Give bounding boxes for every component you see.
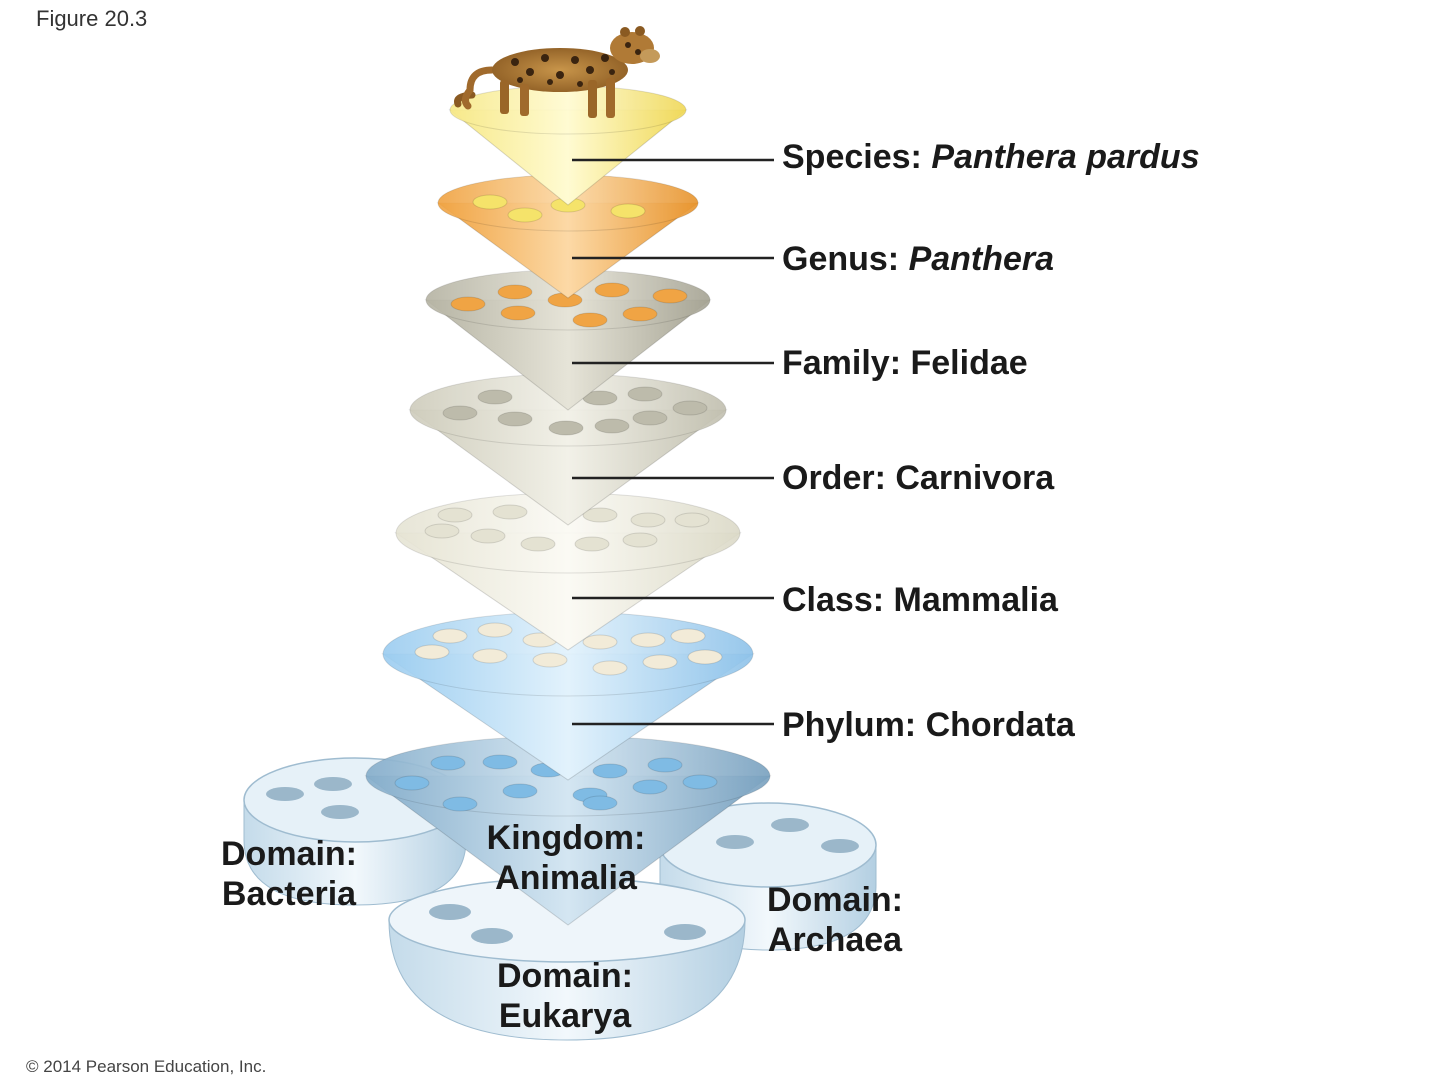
taxonomy-cones [364, 85, 772, 926]
label-order: Order: Carnivora [782, 459, 1055, 497]
cone-kingdom-member-dot [582, 795, 618, 811]
cone-phylum-member-dot [592, 660, 628, 676]
cone-family-member-dot [572, 312, 608, 328]
label-kingdom: Kingdom:Animalia [486, 819, 646, 897]
cone-phylum-member-dot [687, 649, 723, 665]
cone-family-member-dot [622, 306, 658, 322]
cone-phylum-member-dot [477, 622, 513, 638]
label-domain-archaea: Domain:Archaea [767, 881, 903, 959]
figure-label: Figure 20.3 [36, 6, 148, 31]
leopard-icon [454, 26, 660, 118]
cone-order-member-dot [497, 411, 533, 427]
cone-genus-member-dot [610, 203, 646, 219]
cone-kingdom-member-dot [592, 763, 628, 779]
cone-phylum-member-dot [582, 634, 618, 650]
cone-class [394, 492, 742, 651]
cone-class-member-dot [630, 512, 666, 528]
copyright-notice: © 2014 Pearson Education, Inc. [26, 1057, 267, 1076]
cone-order-member-dot [442, 405, 478, 421]
cone-class-member-dot [574, 536, 610, 552]
cone-phylum-member-dot [472, 648, 508, 664]
label-domain-bacteria: Domain:Bacteria [221, 835, 357, 913]
label-family: Family: Felidae [782, 344, 1028, 382]
cone-genus-member-dot [507, 207, 543, 223]
cone-kingdom-member-dot [682, 774, 718, 790]
cone-class-member-dot [492, 504, 528, 520]
cone-family-member-dot [450, 296, 486, 312]
cone-order-member-dot [632, 410, 668, 426]
cone-class-member-dot [582, 507, 618, 523]
cone-kingdom-member-dot [502, 783, 538, 799]
cone-phylum-member-dot [532, 652, 568, 668]
label-phylum: Phylum: Chordata [782, 706, 1075, 744]
cone-kingdom-member-dot [394, 775, 430, 791]
cone-kingdom-member-dot [482, 754, 518, 770]
cone-phylum-member-dot [670, 628, 706, 644]
cone-class-member-dot [674, 512, 710, 528]
label-species: Species: Panthera pardus [782, 138, 1200, 176]
cone-class-member-dot [520, 536, 556, 552]
cone-order-member-dot [477, 389, 513, 405]
cone-family-member-dot [497, 284, 533, 300]
label-domain-eukarya: Domain:Eukarya [497, 957, 633, 1035]
cone-order-member-dot [627, 386, 663, 402]
cone-order-member-dot [672, 400, 708, 416]
cone-family-member-dot [500, 305, 536, 321]
cone-kingdom-member-dot [442, 796, 478, 812]
cone-phylum-member-dot [630, 632, 666, 648]
cone-genus-member-dot [472, 194, 508, 210]
cone-phylum-member-dot [414, 644, 450, 660]
cone-phylum [381, 611, 755, 781]
cone-kingdom-member-dot [647, 757, 683, 773]
label-genus: Genus: Panthera [782, 240, 1055, 278]
cone-order-member-dot [548, 420, 584, 436]
cone-family-member-dot [652, 288, 688, 304]
cone-family [424, 269, 712, 411]
label-class: Class: Mammalia [782, 581, 1058, 619]
cone-family-member-dot [594, 282, 630, 298]
cone-class-member-dot [622, 532, 658, 548]
cone-phylum-member-dot [432, 628, 468, 644]
leader-lines [572, 158, 774, 726]
cone-order-member-dot [594, 418, 630, 434]
cone-kingdom-member-dot [430, 755, 466, 771]
cone-species-rim [449, 85, 687, 135]
cone-class-member-dot [424, 523, 460, 539]
cone-kingdom-member-dot [632, 779, 668, 795]
cone-class-member-dot [437, 507, 473, 523]
cone-class-member-dot [470, 528, 506, 544]
cone-phylum-member-dot [642, 654, 678, 670]
